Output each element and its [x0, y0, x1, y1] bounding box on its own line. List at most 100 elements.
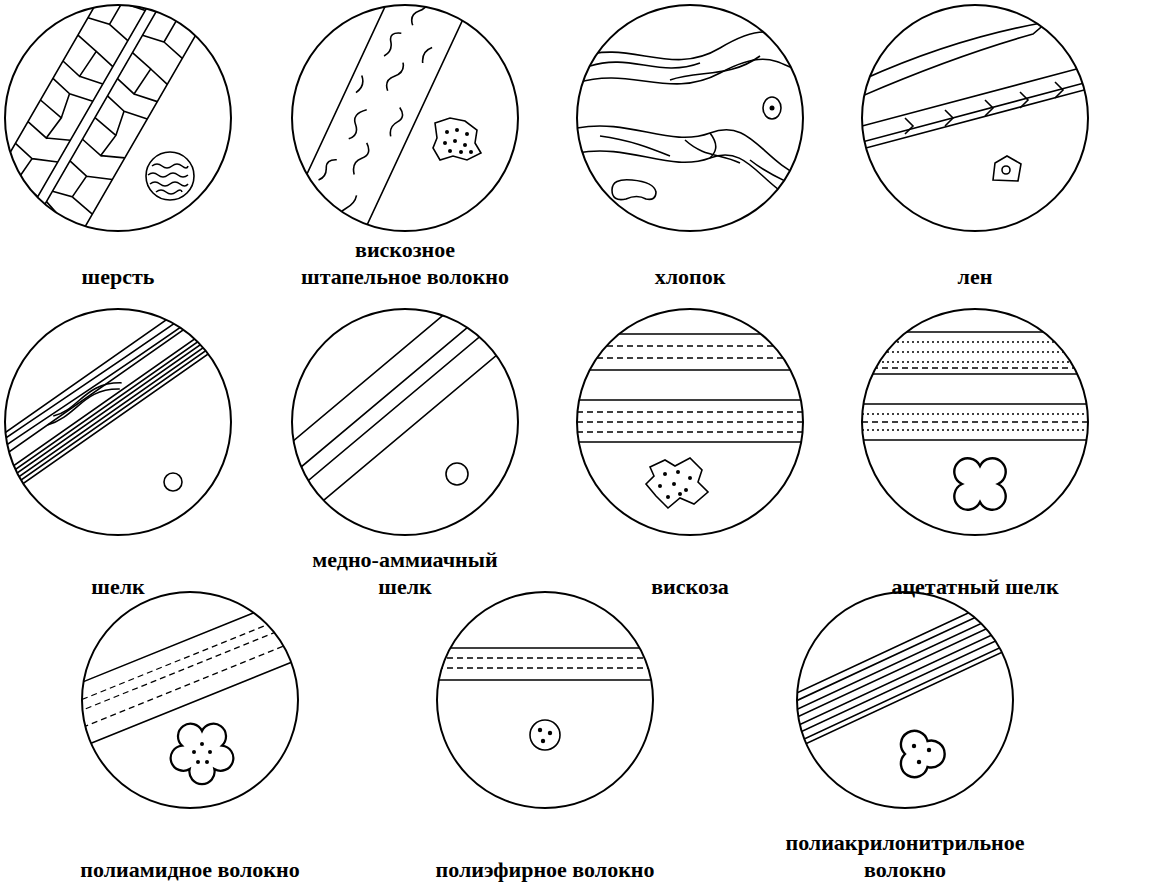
polyester-view-stroke-stroke: [541, 739, 545, 743]
polyamide-view-stroke: [82, 592, 298, 808]
wool-view-stroke: [0, 0, 236, 311]
flax-view: [862, 5, 1088, 231]
flax-view-stroke: [862, 5, 1088, 231]
flax-view-stroke-stroke: [993, 156, 1021, 181]
wool-view-stroke-stroke: [0, 0, 236, 311]
polyamide-view-stroke-stroke: [200, 742, 204, 746]
fiber-name: полиэфирное волокно: [436, 857, 655, 883]
polyacrylonitrile-view-stroke-stroke: [713, 563, 1097, 777]
fiber-name: полиакрилонитрильное волокно: [770, 830, 1040, 883]
wool-view-stroke-stroke-stroke: [0, 0, 168, 249]
polyamide-view-stroke-stroke: [208, 750, 212, 754]
fiber-name: лен: [958, 264, 993, 290]
fiber-panel: полиакрилонитрильное волокно: [766, 592, 1044, 883]
fiber-name: медно-аммиачный шелк: [303, 547, 508, 600]
polyamide-view-stroke-stroke: [196, 760, 200, 764]
polyester-view-stroke-stroke: [437, 648, 653, 680]
cotton-view-stroke-stroke: [612, 180, 656, 200]
viscose-view-stroke-stroke: [663, 472, 667, 476]
polyamide-view-stroke-stroke: [171, 724, 234, 784]
polyamide-view-stroke: [0, 572, 377, 784]
fiber-name: вискозное штапельное волокно: [301, 237, 509, 290]
fiber-panel: лен: [862, 5, 1088, 290]
viscose-staple-view-stroke-stroke: [465, 132, 469, 136]
cuprammonium-view-stroke-stroke: [446, 463, 468, 485]
cotton-view-stroke: [577, 32, 803, 203]
viscose-view-stroke-stroke: [684, 488, 688, 492]
flax-view-stroke-stroke: [862, 66, 1088, 149]
viscose-staple-view-stroke-stroke: [459, 150, 463, 154]
fiber-panel: вискоза: [577, 309, 803, 600]
fiber-name: шелк: [91, 574, 144, 600]
polyacrylonitrile-view-stroke-stroke: [917, 760, 921, 764]
silk-view-stroke-stroke: [164, 473, 182, 491]
flax-view-stroke-stroke: [905, 82, 1063, 134]
cotton-view-stroke-stroke: [577, 151, 803, 203]
cotton-view-stroke-stroke: [763, 97, 781, 119]
cuprammonium-view-stroke: [292, 309, 518, 535]
cotton-view-stroke-stroke: [770, 106, 775, 111]
cuprammonium-view-stroke-stroke-stroke: [211, 253, 559, 560]
polyester-view-stroke-stroke: [530, 720, 560, 750]
silk-view-stroke: [0, 261, 280, 533]
silk-view: [0, 261, 280, 535]
viscose-staple-view-stroke-stroke: [448, 149, 452, 153]
viscose-staple-view: [256, 0, 518, 315]
acetate-view-stroke: [862, 309, 1088, 535]
polyester-view-stroke: [437, 592, 653, 808]
viscose-view: [577, 309, 803, 535]
fiber-panel: хлопок: [577, 5, 803, 290]
viscose-view-stroke-stroke: [676, 470, 680, 474]
viscose-view-stroke-stroke: [678, 492, 682, 496]
polyamide-view: [0, 572, 377, 808]
cotton-view-stroke-stroke: [590, 56, 760, 80]
wool-view-stroke-stroke: [146, 152, 194, 200]
viscose-view-stroke-stroke: [646, 458, 708, 508]
flax-view-stroke-stroke: [1002, 166, 1010, 174]
silk-view-stroke-stroke: [0, 261, 280, 533]
viscose-view-stroke: [577, 334, 803, 508]
viscose-view-stroke-stroke: [688, 476, 692, 480]
polyacrylonitrile-view-stroke-stroke-stroke: [713, 563, 1097, 777]
fiber-panel: ацетатный шелк: [862, 309, 1088, 600]
viscose-view-stroke-stroke: [672, 482, 676, 486]
fiber-panel: шерсть: [5, 5, 231, 290]
viscose-staple-view-stroke-stroke: [443, 141, 447, 145]
acetate-view-stroke-stroke: [954, 458, 1005, 509]
polyacrylonitrile-view-stroke: [797, 592, 1013, 808]
polyamide-view-stroke-stroke: [192, 750, 196, 754]
wool-view-stroke-stroke: [148, 164, 188, 194]
viscose-staple-view-stroke-stroke: [469, 150, 473, 154]
viscose-view-stroke-stroke: [658, 484, 662, 488]
viscose-staple-view-stroke-stroke: [453, 139, 457, 143]
cuprammonium-view-stroke: [211, 253, 559, 560]
silk-view-stroke-stroke-stroke: [45, 373, 124, 435]
acetate-view-stroke-stroke: [862, 332, 1088, 440]
polyacrylonitrile-view-stroke-stroke: [927, 748, 931, 752]
fiber-panel: полиэфирное волокно: [432, 592, 659, 883]
fiber-name: ацетатный шелк: [891, 574, 1058, 600]
acetate-view-stroke: [862, 332, 1088, 510]
wool-view-stroke: [5, 5, 231, 231]
polyacrylonitrile-view-stroke-stroke: [888, 726, 950, 787]
fiber-panel: шелк: [5, 309, 231, 600]
viscose-view-stroke-stroke: [577, 334, 803, 442]
polyamide-view-stroke-stroke-stroke: [0, 572, 377, 777]
wool-view: [0, 0, 236, 311]
viscose-staple-view-stroke: [292, 5, 518, 231]
polyester-view-stroke: [437, 648, 653, 750]
cotton-view-stroke: [577, 5, 803, 231]
viscose-view-stroke: [577, 309, 803, 535]
cotton-view-stroke-stroke: [600, 133, 803, 190]
fiber-panel: медно-аммиачный шелк: [292, 309, 518, 600]
polyacrylonitrile-view-stroke-stroke: [912, 744, 916, 748]
fiber-name: хлопок: [655, 264, 726, 290]
polyester-view: [437, 592, 653, 808]
polyester-view-stroke-stroke: [437, 658, 653, 668]
polyester-view-stroke-stroke: [538, 728, 542, 732]
viscose-staple-view-stroke-stroke: [455, 128, 459, 132]
cotton-view: [577, 5, 803, 231]
